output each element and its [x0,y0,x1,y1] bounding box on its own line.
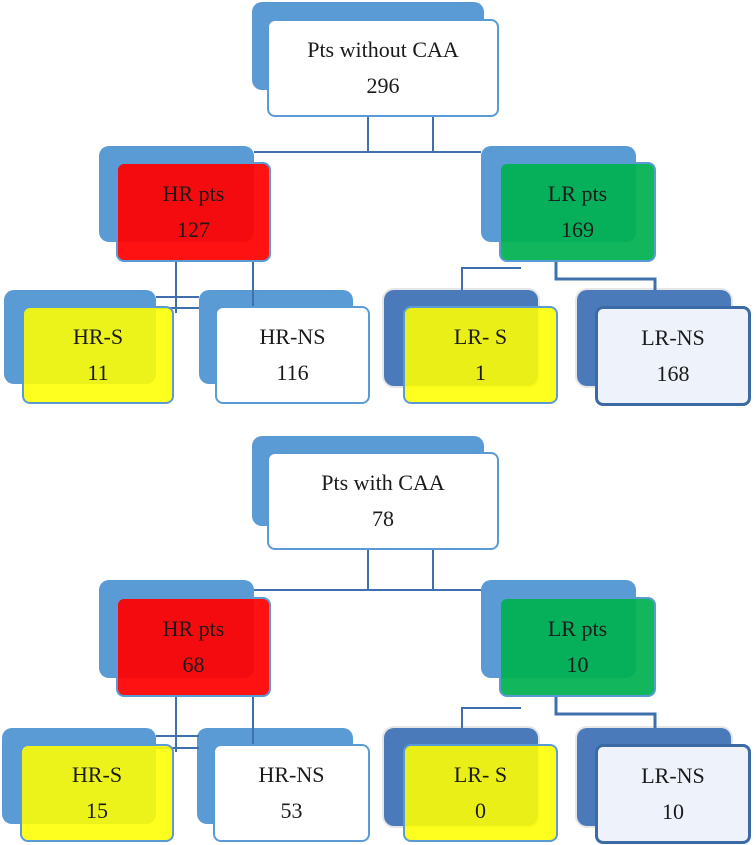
lr-s-node-without-caa: LR- S 1 [403,306,558,404]
lr-ns-node-label: LR-NS [641,763,705,788]
lr-ns-node-without-caa: LR-NS 168 [595,306,751,406]
lr-s-node-count: 0 [475,798,486,823]
lr-node-label: LR pts [547,181,608,206]
root-node-label: Pts with CAA [321,470,445,495]
hr-node-with-caa: HR pts 68 [116,597,271,697]
lr-ns-node-count: 10 [662,799,684,824]
hr-ns-node-with-caa: HR-NS 53 [213,744,370,842]
hr-ns-node-label: HR-NS [259,324,326,349]
lr-node-with-caa: LR pts 10 [499,597,656,697]
hr-node-label: HR pts [162,181,225,206]
hr-s-node-without-caa: HR-S 11 [22,306,174,404]
lr-s-node-label: LR- S [453,762,508,787]
hr-node-count: 68 [182,652,205,677]
lr-s-node-label: LR- S [453,324,508,349]
hr-ns-node-label: HR-NS [258,762,325,787]
hr-node-count: 127 [177,217,210,242]
hr-s-node-count: 11 [87,360,109,385]
lr-node-count: 169 [561,217,594,242]
hr-ns-node-count: 116 [276,360,309,385]
hr-s-node-label: HR-S [71,762,123,787]
hr-node-without-caa: HR pts 127 [116,162,271,262]
lr-node-label: LR pts [547,616,608,641]
hr-ns-node-without-caa: HR-NS 116 [215,306,370,404]
hr-s-node-label: HR-S [72,324,124,349]
lr-ns-node-label: LR-NS [641,325,705,350]
root-node-count: 296 [366,73,400,98]
hr-ns-node-count: 53 [280,798,303,823]
lr-node-count: 10 [566,652,589,677]
hr-s-node-count: 15 [86,798,108,823]
root-node-with-caa: Pts with CAA 78 [267,452,499,550]
hr-node-label: HR pts [162,616,225,641]
lr-node-without-caa: LR pts 169 [499,162,656,262]
root-node-without-caa: Pts without CAA 296 [267,19,499,117]
lr-s-node-count: 1 [475,360,486,385]
lr-ns-node-with-caa: LR-NS 10 [595,744,751,844]
root-node-label: Pts without CAA [307,37,459,62]
lr-ns-node-count: 168 [656,361,690,386]
root-node-count: 78 [372,506,394,531]
lr-s-node-with-caa: LR- S 0 [403,744,558,842]
hr-s-node-with-caa: HR-S 15 [20,744,174,842]
